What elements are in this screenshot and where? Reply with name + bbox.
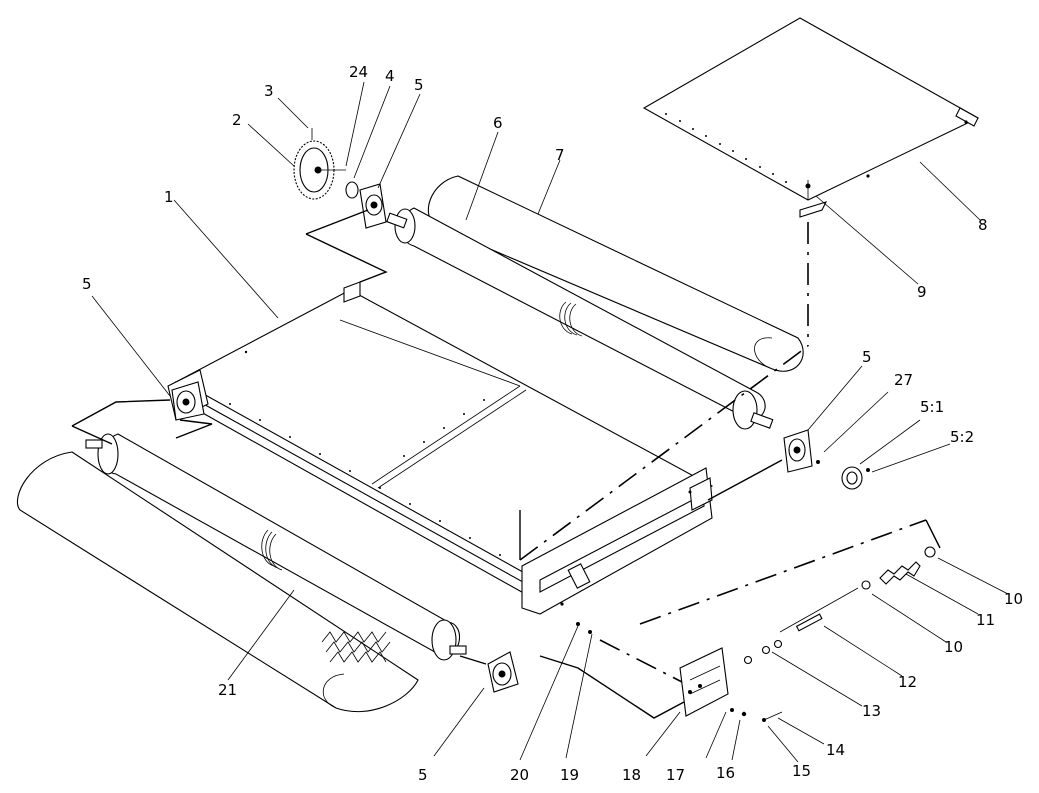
callout-1: 1 [164,188,174,206]
callout-13: 13 [862,702,882,720]
callout-8: 8 [978,216,988,234]
callout-18: 18 [622,766,642,784]
callout-20: 20 [510,766,530,784]
callout-5-bottom: 5 [418,766,428,784]
callout-15: 15 [792,762,812,780]
callout-4: 4 [385,67,395,85]
callout-21: 21 [218,681,238,699]
callout-14: 14 [826,741,846,759]
clip-tab [799,180,828,218]
leader-lines [91,81,1009,763]
upper-roller [386,207,774,430]
callout-5-left: 5 [82,275,92,293]
callout-17: 17 [666,766,686,784]
bearing-right [783,429,813,473]
bearing-left [171,381,205,421]
callout-5-right: 5 [862,348,872,366]
callout-12: 12 [898,673,918,691]
callout-10-b: 10 [944,638,964,656]
callout-16: 16 [716,764,736,782]
callout-19: 19 [560,766,580,784]
upper-belt [427,175,804,372]
tensioner-assembly [576,546,936,722]
cover-plate [642,17,980,201]
callout-3: 3 [264,82,274,100]
bearing-top [359,183,387,229]
bearing-bottom [487,651,519,693]
callout-6: 6 [493,114,503,132]
lower-belt [16,451,419,713]
lower-roller [85,433,467,661]
callout-5-1: 5:1 [920,398,945,416]
callout-9: 9 [917,283,927,301]
callout-10-a: 10 [1004,590,1024,608]
callout-5-top: 5 [414,76,424,94]
main-frame [167,281,714,615]
callout-2: 2 [232,111,242,129]
callout-11: 11 [976,611,996,629]
callout-5-2: 5:2 [950,428,975,446]
callout-27: 27 [894,371,914,389]
callout-24: 24 [349,63,369,81]
assembly-lines [71,209,941,719]
callout-7: 7 [555,146,565,164]
bearing-insert [816,460,870,490]
sprocket-assembly [293,128,359,200]
